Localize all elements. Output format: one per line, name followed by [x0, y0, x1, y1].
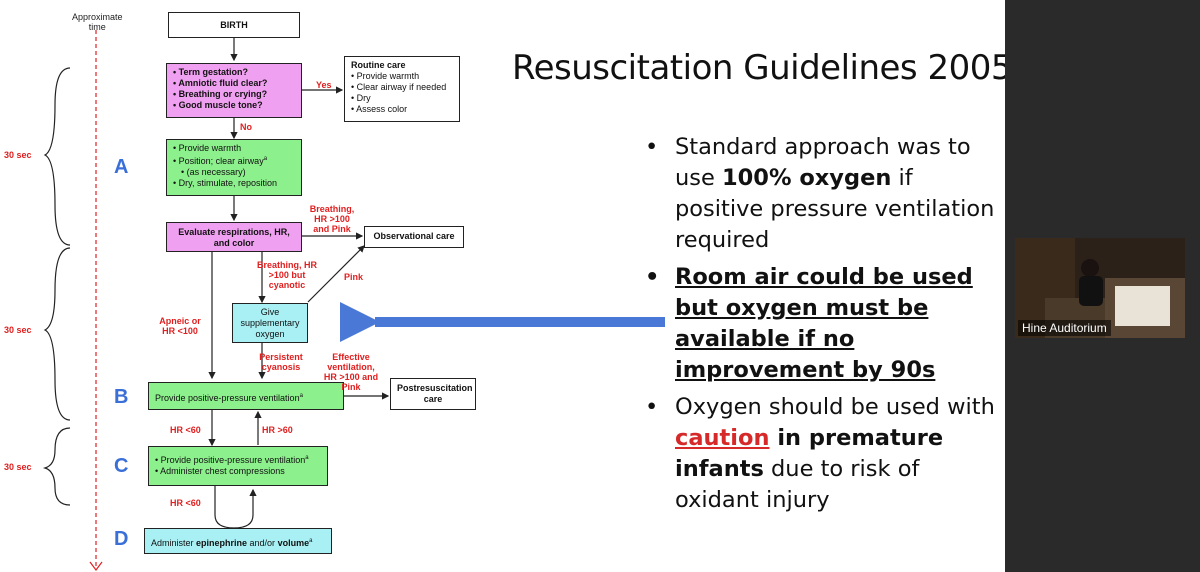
- label-no: No: [240, 122, 252, 132]
- label-breathing-cyanotic: Breathing, HR >100 but cyanotic: [256, 260, 317, 290]
- routine-care-box: Routine care Provide warmth Clear airway…: [344, 56, 460, 122]
- time-label-2: 30 sec: [4, 325, 32, 335]
- administer-meds-box: Administer epinephrine and/or volumea: [144, 528, 332, 554]
- observational-care-box: Observational care: [364, 226, 464, 248]
- label-breathing-pink: Breathing, HR >100 and Pink: [309, 204, 355, 234]
- birth-box: BIRTH: [168, 12, 300, 38]
- speaker-video-tile[interactable]: [1015, 238, 1185, 338]
- flowchart-connectors: [42, 30, 665, 571]
- ppv-compressions-box: Provide positive-pressure ventilationa A…: [148, 446, 328, 486]
- assessment-box: Term gestation? Amniotic fluid clear? Br…: [166, 63, 302, 118]
- step-a-label: A: [114, 156, 129, 178]
- supplementary-oxygen-box: Give supplementary oxygen: [232, 303, 308, 343]
- step-d-label: D: [114, 528, 129, 550]
- bullet-1: Standard approach was to use 100% oxygen…: [645, 132, 995, 256]
- time-label-3: 30 sec: [4, 462, 32, 472]
- label-hr-lt60: HR <60: [170, 425, 201, 435]
- label-apneic: Apneic or HR <100: [159, 316, 201, 336]
- slide-title: Resuscitation Guidelines 2005: [512, 48, 1005, 88]
- bullet-2: Room air could be used but oxygen must b…: [645, 262, 995, 386]
- speaker-video-frame: [1015, 238, 1185, 338]
- slide-bullets: Standard approach was to use 100% oxygen…: [645, 132, 995, 516]
- label-yes: Yes: [316, 80, 332, 90]
- step-a-box: Provide warmth Position; clear airwaya (…: [166, 139, 302, 196]
- label-hr-lt60-loop: HR <60: [170, 498, 201, 508]
- label-hr-gt60: HR >60: [262, 425, 293, 435]
- ppv-box: Provide positive-pressure ventilationa: [148, 382, 344, 410]
- time-label-1: 30 sec: [4, 150, 32, 160]
- step-c-label: C: [114, 455, 129, 477]
- video-participant-name: Hine Auditorium: [1018, 320, 1111, 336]
- label-effective-ventilation: Effective ventilation, HR >100 and Pink: [323, 352, 379, 392]
- label-persistent-cyanosis: Persistent cyanosis: [259, 352, 303, 372]
- postresuscitation-care-box: Postresuscitation care: [390, 378, 476, 410]
- bullet-3: Oxygen should be used with caution in pr…: [645, 392, 995, 516]
- label-pink: Pink: [344, 272, 364, 282]
- evaluate-box: Evaluate respirations, HR, and color: [166, 222, 302, 252]
- step-b-label: B: [114, 386, 129, 408]
